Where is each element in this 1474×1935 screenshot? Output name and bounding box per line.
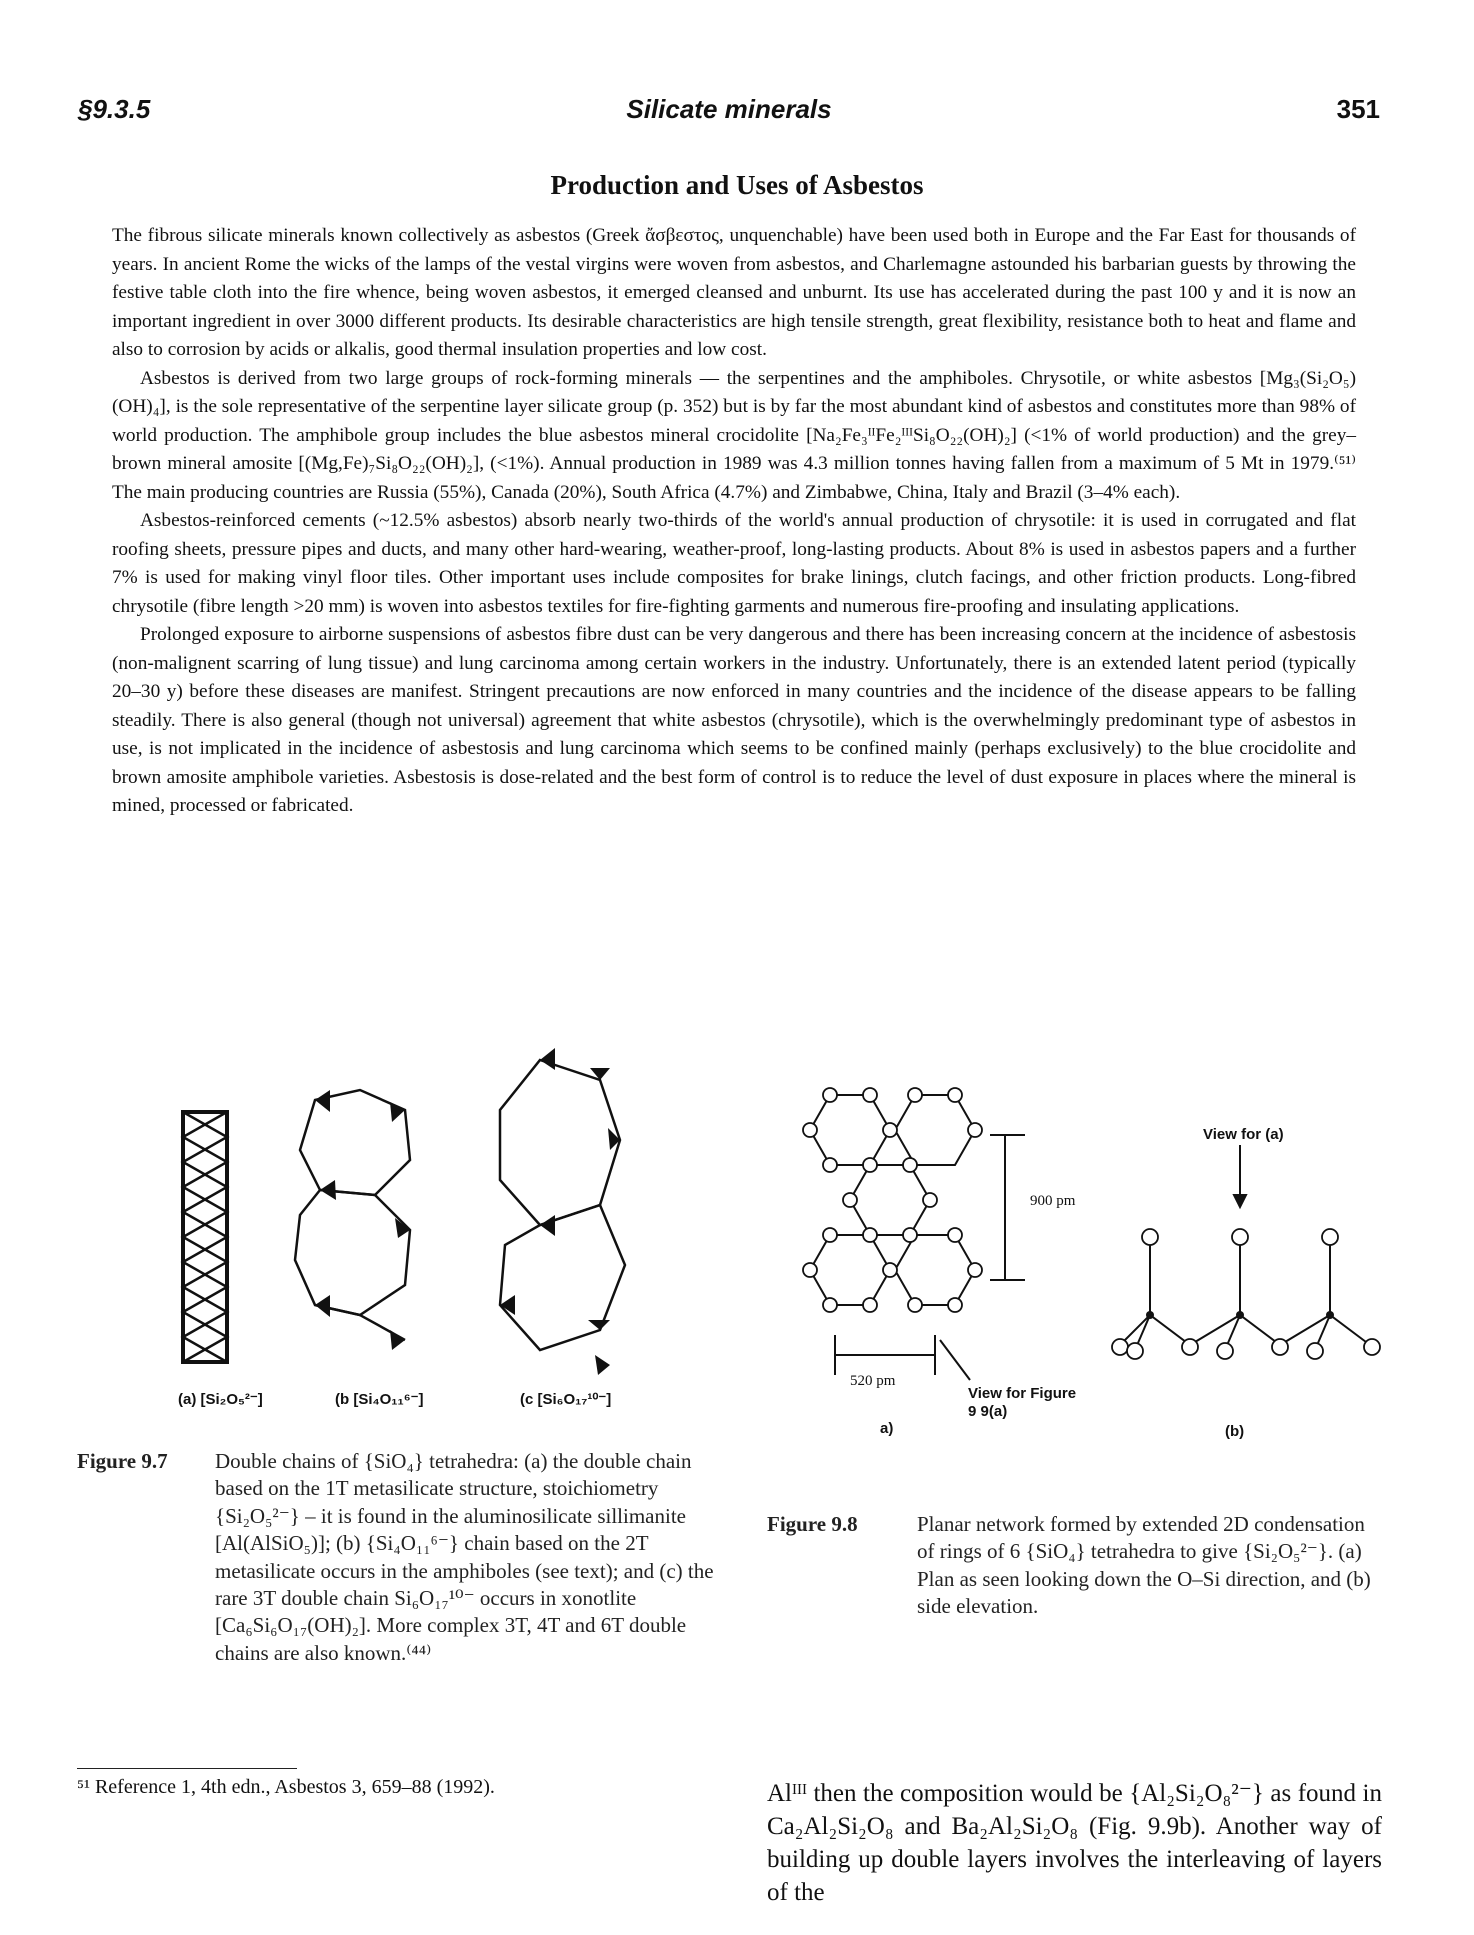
figure-9-8-caption-text: Planar network formed by extended 2D con… xyxy=(917,1512,1371,1619)
footnote-rule xyxy=(77,1768,297,1769)
box-paragraph-4: Prolonged exposure to airborne suspensio… xyxy=(112,624,1356,816)
figure-9-8a-drawing xyxy=(802,1087,1025,1381)
box-paragraph-3: Asbestos-reinforced cements (~12.5% asbe… xyxy=(112,510,1356,617)
figure-9-7-caption-label: Figure 9.7 xyxy=(77,1449,168,1473)
figure-9-8-caption-label: Figure 9.8 xyxy=(767,1512,858,1536)
figure-9-7-label-a: (a) [Si₂O₅²⁻] xyxy=(178,1391,263,1408)
figure-9-7-label-c: (c [Si₆O₁₇¹⁰⁻] xyxy=(520,1391,612,1408)
figure-9-8-panel-b: (b) xyxy=(1225,1423,1245,1440)
view-for-figure-label: View for Figure 9 9(a) xyxy=(968,1385,1077,1420)
figure-9-8b-drawing xyxy=(1111,1145,1381,1360)
figure-9-7-caption-text: Double chains of {SiO₄} tetrahedra: (a) … xyxy=(215,1449,714,1665)
box-paragraph-2: Asbestos is derived from two large group… xyxy=(112,367,1356,503)
view-for-a-label: View for (a) xyxy=(1203,1126,1284,1143)
box-title: Production and Uses of Asbestos xyxy=(550,170,924,200)
running-title: Silicate minerals xyxy=(626,94,832,124)
running-header: §9.3.5 Silicate minerals 351 xyxy=(78,94,1380,128)
dimension-520-pm: 520 pm xyxy=(850,1373,896,1389)
section-number: §9.3.5 xyxy=(78,94,151,124)
box-paragraph-1: The fibrous silicate minerals known coll… xyxy=(112,225,1356,360)
asbestos-box: The fibrous silicate minerals known coll… xyxy=(112,222,1356,821)
dimension-900-pm: 900 pm xyxy=(1030,1193,1076,1209)
footnote-51: ⁵¹ Reference 1, 4th edn., Asbestos 3, 65… xyxy=(77,1776,495,1798)
figure-9-8-panel-a: a) xyxy=(880,1420,894,1437)
body-text-continuation: Alᴵᴵᴵ then the composition would be {Al₂… xyxy=(767,1780,1382,1906)
page-number: 351 xyxy=(1336,94,1380,124)
figure-9-7-drawing xyxy=(180,1048,627,1375)
figure-9-7-label-b: (b [Si₄O₁₁⁶⁻] xyxy=(335,1391,424,1408)
